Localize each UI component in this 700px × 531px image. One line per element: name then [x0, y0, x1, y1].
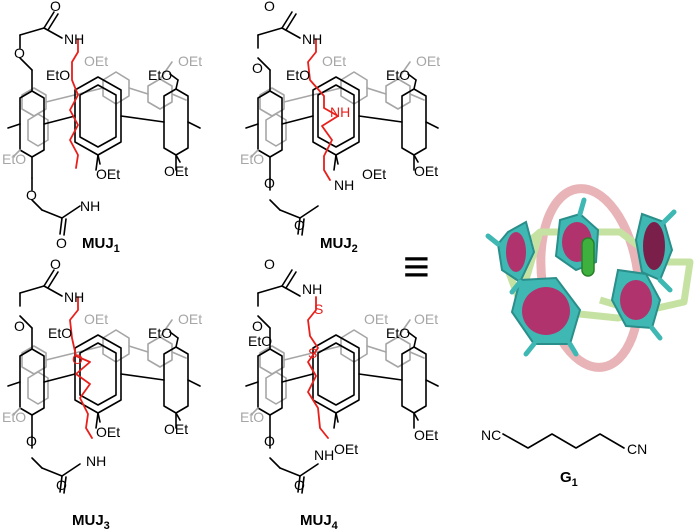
nh-label: NH — [64, 31, 84, 47]
eto-grey-left-label: EtO — [240, 151, 264, 167]
oet-grey-label: OEt — [322, 53, 346, 69]
carbonyl-o-label: O — [264, 256, 275, 272]
guest-right-group: CN — [627, 441, 647, 457]
carbonyl-o-lower-label: O — [294, 477, 305, 493]
model-ring — [510, 276, 582, 345]
oet-right-label: OEt — [164, 421, 188, 437]
caption-muj3: MUJ3 — [72, 512, 110, 531]
nh-lower-label: NH — [80, 198, 100, 214]
eto-label: EtO — [286, 67, 310, 83]
nh-lower-label: NH — [334, 177, 354, 193]
nh-label: NH — [64, 289, 84, 305]
oet-grey-label: OEt — [84, 53, 108, 69]
caption-muj1: MUJ1 — [82, 235, 120, 255]
molecule-muj1: O NH OEt O EtO EtO OEt EtO O OEt OEt NH … — [2, 0, 202, 255]
carbonyl-o-lower-label: O — [56, 235, 67, 251]
inner-nh-label: NH — [330, 104, 350, 120]
red-linker-chain — [307, 296, 329, 439]
oet-center-label: OEt — [362, 166, 386, 182]
model-substituent-sticks — [485, 197, 677, 357]
molecule-muj3: O O NH OEt O EtO EtO OEt EtO O OEt OEt N… — [2, 256, 202, 531]
guest-chain-bonds — [502, 433, 625, 449]
carbonyl-o-lower-label: O — [56, 477, 67, 493]
eto-label: EtO — [248, 333, 272, 349]
caption-g1: G1 — [560, 469, 578, 489]
ether-o-lower-label: O — [264, 433, 275, 449]
oet-right-label: OEt — [414, 427, 438, 443]
nh-label: NH — [302, 31, 322, 47]
eto-right-label: EtO — [386, 325, 410, 341]
oet-grey-label: OEt — [414, 311, 438, 327]
red-linker-chain — [69, 38, 79, 169]
guest-g1-structure: NC CN G1 — [481, 427, 647, 489]
oet-center-label: OEt — [334, 441, 358, 457]
ether-o-label: O — [252, 60, 263, 76]
nh-label: NH — [302, 281, 322, 297]
oet-grey-right-label: OEt — [178, 53, 202, 69]
carbonyl-o-label: O — [264, 0, 275, 14]
ether-o-label: O — [252, 318, 263, 334]
ether-o-label: O — [14, 45, 25, 61]
oet-right-label: OEt — [164, 163, 188, 179]
inner-o-label: O — [72, 351, 83, 367]
molecule-muj2: NH O NH OEt O EtO EtO OEt EtO O OEt OEt … — [240, 0, 440, 255]
carbonyl-o-label: O — [50, 0, 61, 14]
eto-grey-left-label: EtO — [240, 409, 264, 425]
model-ring — [634, 212, 674, 282]
eto-right-label: EtO — [148, 325, 172, 341]
carbonyl-o-label: O — [50, 256, 61, 272]
eto-right-label: EtO — [148, 67, 172, 83]
oet-grey-right-label: OEt — [416, 53, 440, 69]
eto-label: EtO — [46, 67, 70, 83]
ether-o-lower-label: O — [26, 433, 37, 449]
molecule-muj4: S S O NH OEt O EtO EtO OEt EtO O OEt OEt… — [240, 256, 439, 531]
model-guest — [581, 237, 595, 277]
eto-label: EtO — [48, 325, 72, 341]
inner-s1-label: S — [314, 301, 323, 317]
eto-grey-left-label: EtO — [2, 151, 26, 167]
ether-o-lower-label: O — [264, 175, 275, 191]
eto-grey-left-label: EtO — [2, 409, 26, 425]
model-ring — [610, 268, 662, 330]
oet-center-label: OEt — [96, 424, 120, 440]
inner-s2-label: S — [308, 345, 317, 361]
caption-muj4: MUJ4 — [300, 512, 339, 531]
oet-grey-right-label: OEt — [178, 311, 202, 327]
ether-o-label: O — [14, 318, 25, 334]
eto-right-label: EtO — [386, 67, 410, 83]
equivalence-symbol: ≡ — [403, 240, 430, 292]
carbonyl-o-lower-label: O — [294, 217, 305, 233]
ether-o-lower-label: O — [26, 187, 37, 203]
caption-muj2: MUJ2 — [320, 235, 358, 255]
molecular-model-3d — [485, 184, 694, 372]
nh-lower-label: NH — [314, 447, 334, 463]
nh-lower-label: NH — [86, 453, 106, 469]
red-linker-chain — [307, 38, 339, 181]
oet-grey-label: OEt — [84, 311, 108, 327]
guest-left-group: NC — [481, 427, 501, 443]
oet-center-label: OEt — [96, 166, 120, 182]
red-linker-chain — [69, 296, 93, 439]
oet-grey-right-label: OEt — [364, 311, 388, 327]
oet-right-label: OEt — [414, 163, 438, 179]
